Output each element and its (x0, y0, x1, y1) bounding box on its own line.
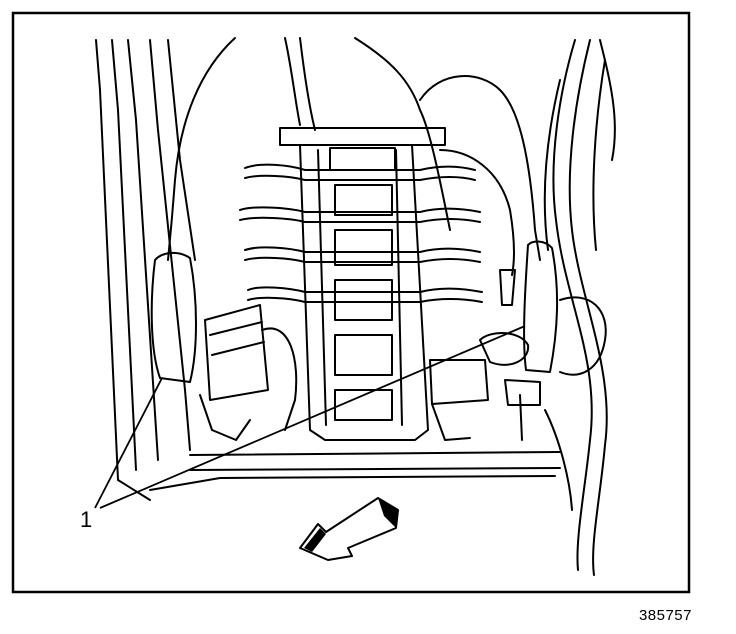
seat-springs (239, 163, 483, 303)
figure-number: 385757 (638, 607, 692, 624)
left-airbag-module (150, 252, 298, 441)
callout-label: 1 (80, 507, 92, 532)
front-direction-arrow-icon (299, 497, 399, 561)
seat-frame (279, 127, 446, 441)
left-pillar (95, 39, 196, 501)
callout-leaders (94, 325, 526, 509)
lower-crossbar (149, 359, 561, 491)
right-wire-bundle (543, 39, 616, 576)
right-connector-module (479, 240, 607, 511)
figure-frame (11, 11, 691, 594)
upper-wires (167, 37, 541, 276)
